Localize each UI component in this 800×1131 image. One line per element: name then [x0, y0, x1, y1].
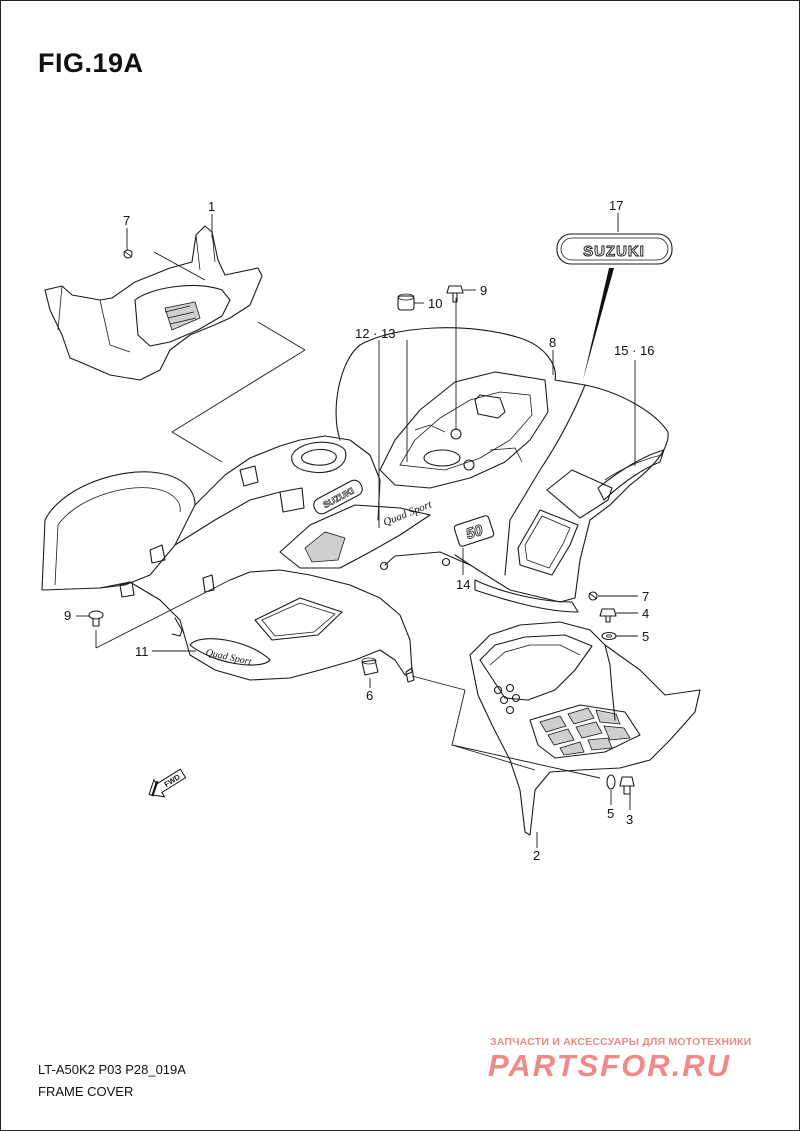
callout-5-bottom: 5: [607, 806, 615, 821]
callout-4: 4: [642, 606, 650, 621]
callout-5-top: 5: [642, 629, 650, 644]
bolt-4: [599, 608, 617, 623]
badge-text: 50: [464, 522, 486, 544]
nut-6: [361, 657, 379, 676]
callout-7-right: 7: [642, 589, 650, 604]
callout-15-16: 15 · 16: [614, 343, 655, 358]
watermark-tagline: ЗАПЧАСТИ И АКСЕССУАРЫ ДЛЯ МОТОТЕХНИКИ: [490, 1036, 752, 1048]
exploded-boundary-lines: [95, 321, 601, 779]
washer-5-bottom: [606, 774, 616, 790]
callout-9-top: 9: [480, 283, 488, 298]
callout-12-13: 12 · 13: [355, 326, 396, 341]
callout-10: 10: [428, 296, 443, 311]
callout-11: 11: [135, 644, 149, 659]
footer-part-name: FRAME COVER: [38, 1084, 134, 1099]
washer-5-top: [601, 631, 617, 641]
footrest-panel-part: [469, 621, 701, 836]
front-fender-body-part: SUZUKI Quad Sport 50 Quad Sport: [41, 435, 495, 683]
callout-6: 6: [366, 688, 374, 703]
forward-arrow-icon: FWD: [148, 768, 187, 798]
leader-lines: [76, 213, 638, 848]
nut-10: [397, 293, 415, 311]
callout-14: 14: [456, 577, 471, 592]
bolt-3: [619, 776, 635, 795]
bolt-9-left: [88, 610, 104, 627]
callout-9-left: 9: [64, 608, 72, 623]
callout-1: 1: [208, 199, 216, 214]
watermark-logo: PARTSFOR.RU: [488, 1048, 732, 1083]
fender-side-text: Quad Sport: [382, 498, 435, 529]
footer-part-code: LT-A50K2 P03 P28_019A: [38, 1062, 186, 1077]
bolt-9-top: [446, 285, 464, 303]
bolt-7-top: [123, 249, 133, 259]
callout-7-top: 7: [123, 213, 131, 228]
emblem-text: SUZUKI: [583, 243, 645, 260]
callout-8: 8: [549, 335, 557, 350]
bolt-7-right: [588, 591, 598, 601]
callout-3: 3: [626, 812, 634, 827]
suzuki-emblem-part: SUZUKI: [556, 233, 673, 380]
side-decal-text: Quad Sport: [205, 647, 253, 667]
rear-fender-part: [335, 327, 669, 613]
callout-2: 2: [533, 848, 541, 863]
callout-17: 17: [609, 198, 624, 213]
figure-title: FIG.19A: [38, 48, 144, 78]
front-inner-cover-part: [44, 225, 263, 381]
